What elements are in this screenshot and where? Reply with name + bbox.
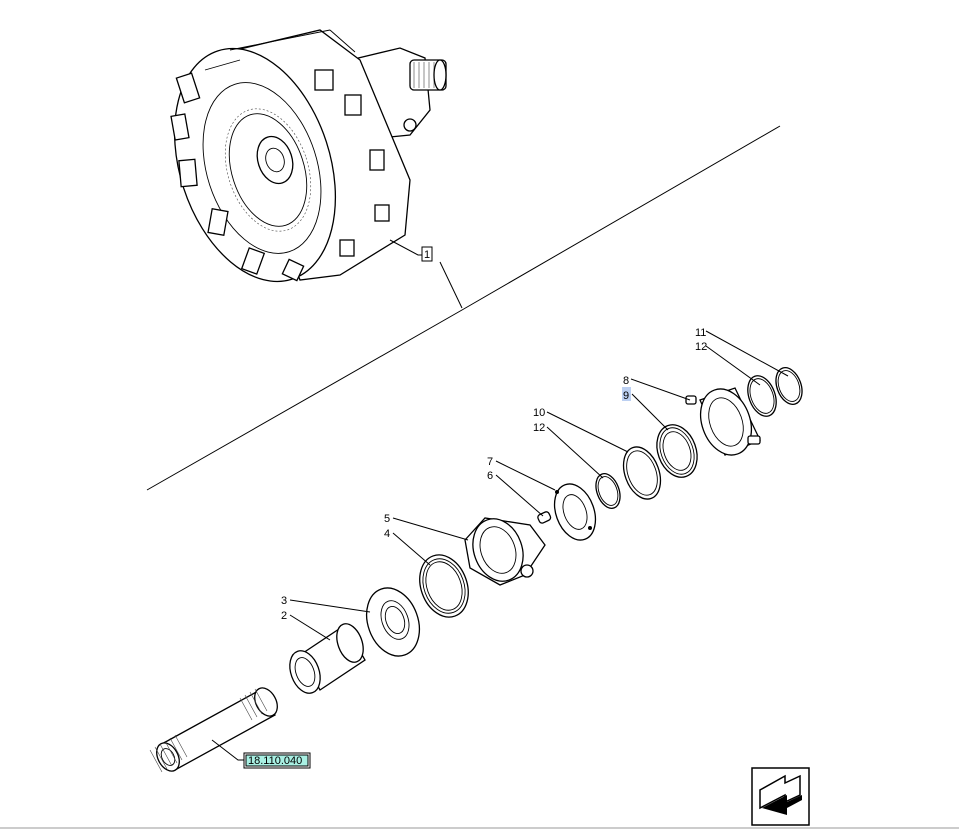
callout-1-box [421,246,433,262]
callout-2: 2 [281,610,287,622]
arrow-next-page-icon[interactable] [751,767,810,826]
part-12-snap-ring-lower[interactable] [592,470,625,511]
callout-12-lower: 12 [533,422,545,434]
part-4-bearing[interactable] [411,548,476,624]
part-3-flanged-sleeve[interactable] [358,581,429,664]
callout-5: 5 [384,513,390,525]
reference-code: 18.110.040 [248,755,302,767]
part-2-hub[interactable] [284,620,368,697]
callout-12-upper: 12 [695,341,707,353]
part-8-housing[interactable] [685,382,761,462]
reference-link-18-110-040[interactable]: 18.110.040 [243,752,311,769]
part-7-plate[interactable] [547,478,603,545]
part-12-snap-ring-upper[interactable] [743,372,782,420]
callout-9[interactable]: 9 [623,390,629,402]
callout-3: 3 [281,595,287,607]
callout-9-highlight [622,387,631,401]
callout-8: 8 [623,375,629,387]
part-1-clutch-assembly[interactable] [147,28,447,303]
callout-4: 4 [384,528,390,540]
part-10-ring[interactable] [617,442,667,504]
callout-10: 10 [533,407,545,419]
callout-11: 11 [695,327,706,339]
part-11-o-ring[interactable] [771,364,807,408]
shaft-reference-part[interactable] [149,684,282,775]
part-5-carrier[interactable] [464,512,546,589]
part-9-bearing[interactable] [650,419,704,483]
callout-7: 7 [487,456,493,468]
callout-6: 6 [487,470,493,482]
callout-1: 1 [424,249,430,261]
